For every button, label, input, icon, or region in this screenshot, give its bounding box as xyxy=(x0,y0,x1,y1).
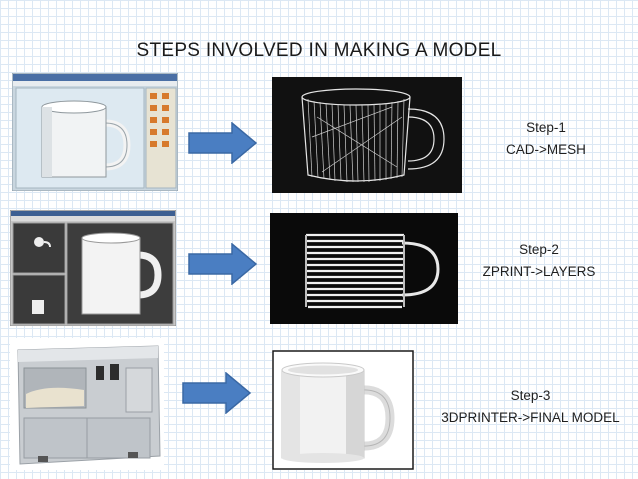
cad-software-screenshot xyxy=(12,73,178,191)
mesh-wireframe-mug xyxy=(272,77,462,193)
mug-model-icon xyxy=(41,100,131,178)
page-title: STEPS INVOLVED IN MAKING A MODEL xyxy=(136,40,502,61)
step-label: Step-3 xyxy=(510,388,551,403)
mug-model-icon xyxy=(81,232,162,315)
sliced-layers-mug xyxy=(270,213,458,324)
step-2-text: Step-2 ZPRINT->LAYERS xyxy=(474,240,604,282)
3d-printer-photo xyxy=(10,338,164,470)
step-label: Step-1 xyxy=(526,120,566,135)
step-3-text: Step-3 3DPRINTER->FINAL MODEL xyxy=(428,386,633,428)
step-description: ZPRINT->LAYERS xyxy=(482,264,596,279)
step-1-text: Step-1 CAD->MESH xyxy=(486,118,606,160)
step-label: Step-2 xyxy=(519,242,559,257)
step-description: 3DPRINTER->FINAL MODEL xyxy=(441,410,620,425)
arrow-right-icon xyxy=(188,243,258,285)
arrow-right-icon xyxy=(182,372,252,414)
final-mug-photo xyxy=(272,350,414,470)
step-description: CAD->MESH xyxy=(506,142,586,157)
mug-photo-icon xyxy=(281,362,395,463)
arrow-right-icon xyxy=(188,122,258,164)
zprint-software-screenshot xyxy=(10,210,176,326)
